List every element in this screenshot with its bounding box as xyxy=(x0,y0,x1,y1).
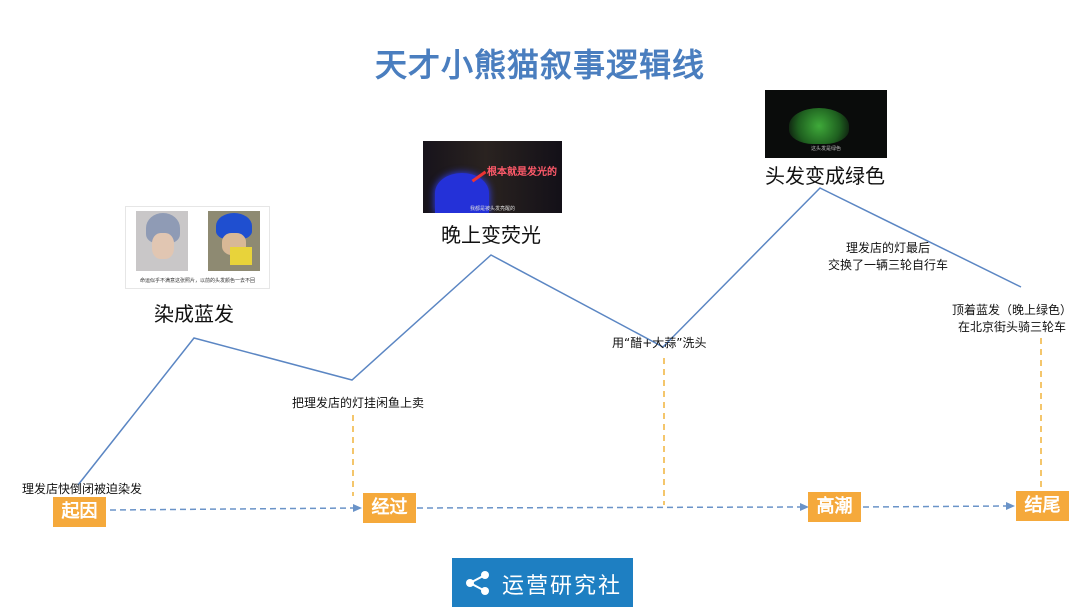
event-end: 顶着蓝发（晚上绿色） 在北京街头骑三轮车 xyxy=(952,302,1072,336)
timeline-arrow-2 xyxy=(416,506,803,509)
share-icon xyxy=(466,571,489,595)
milestone-blue-hair: 染成蓝发 xyxy=(154,302,234,326)
event-trade-line2: 交换了一辆三轮自行车 xyxy=(828,258,949,272)
portrait-right xyxy=(208,211,260,271)
arrowhead-3 xyxy=(1006,502,1015,510)
stage-cause: 起因 xyxy=(53,497,106,527)
portrait-left xyxy=(136,211,188,271)
timeline-arrow-1 xyxy=(109,507,356,511)
green-caption: 这头发是绿色 xyxy=(810,146,841,152)
milestone-glow: 晚上变荧光 xyxy=(441,223,541,247)
event-listing: 把理发店的灯挂闲鱼上卖 xyxy=(292,396,425,410)
event-end-line2: 在北京街头骑三轮车 xyxy=(958,320,1067,334)
event-end-line1: 顶着蓝发（晚上绿色） xyxy=(952,303,1073,317)
green-hair xyxy=(789,108,849,144)
event-wash: 用“醋+大蒜”洗头 xyxy=(612,336,707,350)
timeline-arrows xyxy=(109,505,1009,511)
blue-hair-photo: 命运似乎不满意这张照片，以前的头发颜色一去不回 xyxy=(125,206,270,289)
blue-hair-caption: 命运似乎不满意这张照片，以前的头发颜色一去不回 xyxy=(139,278,255,284)
story-plot-line xyxy=(77,187,1022,486)
stage-climax: 高潮 xyxy=(808,492,861,522)
diagram-title: 天才小熊猫叙事逻辑线 xyxy=(374,46,705,84)
brand-logo: 运营研究社 xyxy=(452,558,633,607)
event-trade-line1: 理发店的灯最后 xyxy=(846,241,931,255)
timeline-arrow-3 xyxy=(862,505,1009,508)
green-hair-photo: 这头发是绿色 xyxy=(765,90,887,158)
arrowhead-1 xyxy=(353,504,362,512)
stage-ending: 结尾 xyxy=(1016,491,1069,521)
glow-caption: 根本就是发光的 xyxy=(487,167,557,178)
event-trade: 理发店的灯最后 交换了一辆三轮自行车 xyxy=(828,240,948,274)
arrowhead-2 xyxy=(800,503,809,511)
milestone-green: 头发变成绿色 xyxy=(765,164,885,188)
event-start: 理发店快倒闭被迫染发 xyxy=(22,482,143,496)
glowing-hair xyxy=(435,173,489,213)
glow-photo: 根本就是发光的 我都是被头发亮醒的 xyxy=(423,141,562,213)
glow-subcaption: 我都是被头发亮醒的 xyxy=(469,206,515,212)
stage-process: 经过 xyxy=(363,493,416,523)
logo-text: 运营研究社 xyxy=(502,574,623,599)
